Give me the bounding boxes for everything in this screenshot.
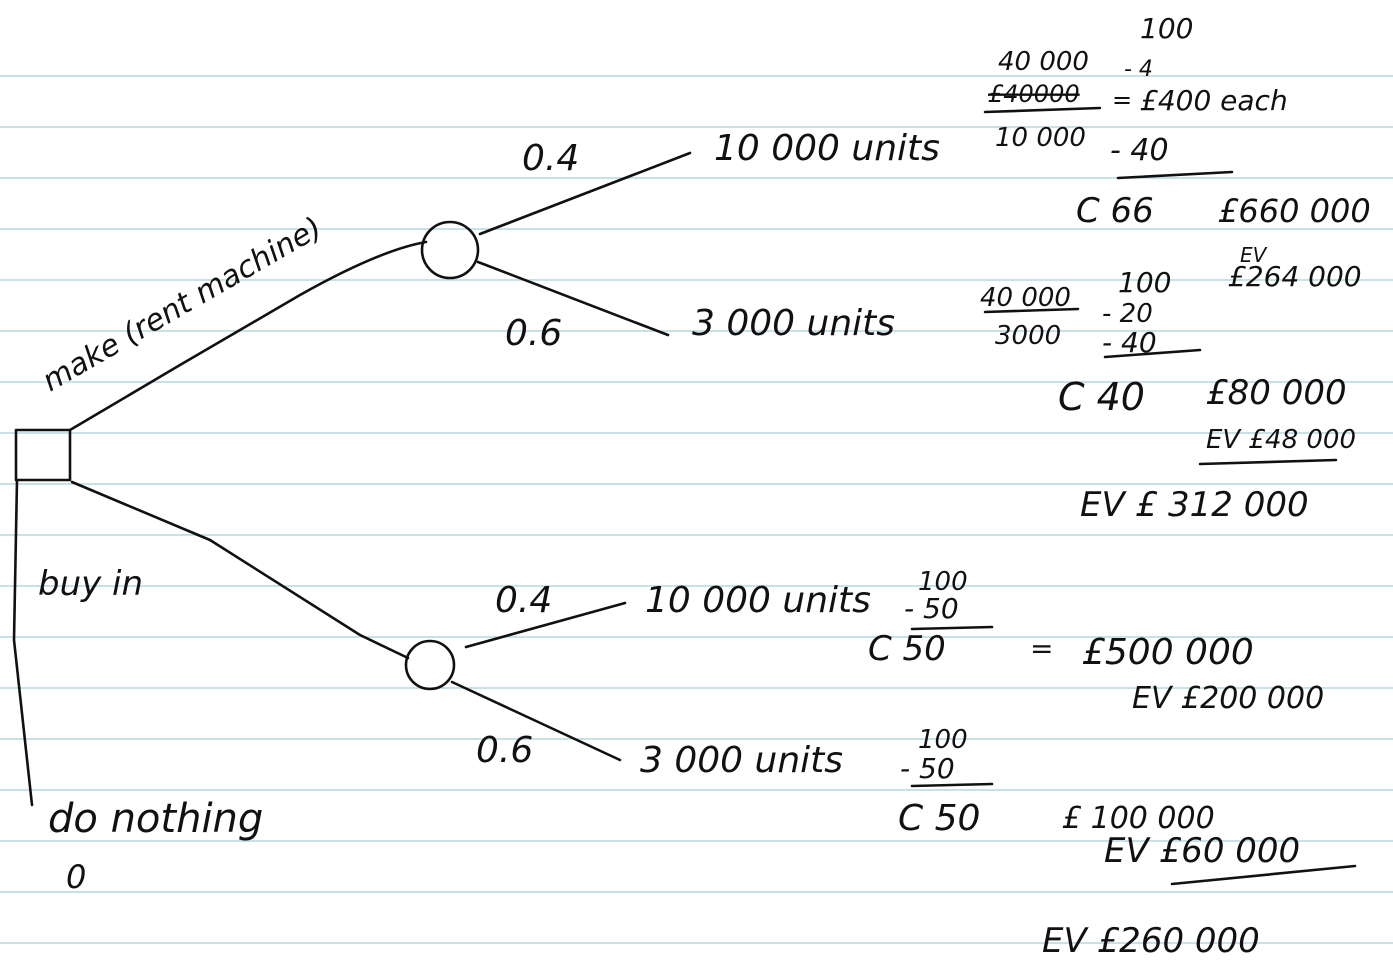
make-prob-high: 0.4 [522, 138, 579, 179]
make-high-contribution: C 66 [1076, 191, 1154, 231]
make-high-minus2: - 40 [1110, 133, 1169, 168]
buy-high-ev: EV £200 000 [1132, 681, 1324, 716]
make-outcome-high: 10 000 units [714, 128, 940, 169]
make-high-calc-rule [1116, 170, 1234, 180]
make-high-ev-label: EV [1240, 243, 1268, 267]
make-high-numerator-struck: £40000 [988, 80, 1080, 108]
buy-low-price: 100 [918, 725, 968, 755]
buy-outcome-high: 10 000 units [645, 580, 871, 621]
buy-low-line [450, 680, 622, 762]
make-high-numerator: 40 000 [998, 47, 1089, 77]
tree-structure [12, 106, 1357, 886]
make-low-numerator: 40 000 [980, 283, 1071, 313]
nothing-value: 0 [66, 858, 86, 896]
make-low-calc-rule [1103, 348, 1202, 359]
make-low-contribution: C 40 [1058, 375, 1145, 419]
buy-high-calc-rule [910, 625, 994, 631]
make-high-line [478, 151, 692, 236]
make-outcome-low: 3 000 units [692, 303, 895, 344]
buy-low-cost: - 50 [900, 752, 955, 785]
make-low-minus1: - 20 [1102, 299, 1153, 329]
buy-high-line [464, 601, 627, 649]
make-low-ev: EV £48 000 [1206, 425, 1356, 455]
buy-low-contribution: C 50 [898, 798, 980, 839]
make-high-price: 100 [1140, 12, 1193, 45]
buy-chance-node [404, 639, 456, 691]
make-low-minus2: - 40 [1102, 326, 1157, 359]
buy-high-equals: = [1030, 632, 1053, 665]
buy-high-contribution: C 50 [868, 629, 946, 669]
make-chance-node [420, 220, 480, 280]
make-total-ev: EV £ 312 000 [1080, 485, 1309, 525]
make-high-each: £400 each [1140, 84, 1288, 117]
decision-node [14, 428, 72, 482]
make-low-line [476, 260, 670, 337]
buy-outcome-low: 3 000 units [640, 740, 843, 781]
buy-high-price: 100 [918, 567, 968, 597]
make-high-total: £660 000 [1218, 192, 1371, 230]
make-high-ev: £264 000 [1228, 260, 1362, 293]
make-low-total: £80 000 [1206, 373, 1347, 413]
make-low-denominator: 3000 [995, 321, 1061, 351]
buy-branch-label: buy in [38, 564, 143, 604]
make-high-equals: = [1112, 86, 1132, 114]
make-high-denominator: 10 000 [995, 123, 1086, 153]
ruled-lines [0, 75, 1393, 944]
make-high-fraction-bar [983, 106, 1102, 114]
make-branch-line [68, 240, 428, 432]
buy-high-cost: - 50 [904, 592, 959, 625]
buy-prob-high: 0.4 [495, 580, 552, 621]
buy-branch-line [70, 480, 410, 660]
buy-low-calc-rule [910, 782, 994, 788]
make-prob-low: 0.6 [505, 313, 562, 354]
make-low-fraction-bar [983, 307, 1080, 314]
nothing-branch-line [12, 478, 34, 807]
buy-low-ev: EV £60 000 [1104, 831, 1300, 871]
buy-total-ev: EV £260 000 [1042, 921, 1260, 961]
make-low-price: 100 [1118, 266, 1171, 299]
buy-ev-underline [1170, 864, 1357, 886]
nothing-branch-label: do nothing [48, 796, 263, 842]
buy-high-total: £500 000 [1082, 632, 1254, 673]
make-high-minus1: - 4 [1124, 57, 1153, 82]
buy-prob-low: 0.6 [476, 730, 533, 771]
buy-low-total: £ 100 000 [1062, 801, 1215, 836]
make-ev-underline [1198, 458, 1338, 466]
